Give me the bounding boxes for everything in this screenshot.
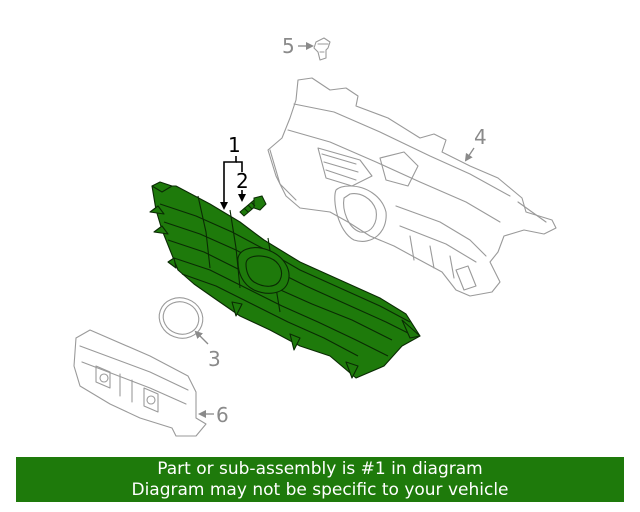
- parts-diagram: 1 2 3 4 5 6: [73, 34, 557, 437]
- leader-4: [464, 147, 475, 162]
- callout-1: 1: [228, 133, 241, 157]
- leader-3: [194, 330, 209, 345]
- clip-part-5: [313, 37, 331, 61]
- callout-4: 4: [474, 125, 487, 149]
- banner-line-2: Diagram may not be specific to your vehi…: [131, 480, 509, 500]
- emblem-ring-part-3: [158, 297, 204, 339]
- leader-1-grille: [220, 156, 237, 210]
- screw-part-2: [239, 195, 267, 217]
- callout-5: 5: [282, 34, 295, 58]
- banner-line-1: Part or sub-assembly is #1 in diagram: [157, 459, 483, 479]
- callout-6: 6: [216, 403, 229, 427]
- leader-lines: [194, 42, 475, 418]
- plate-bracket-part-6: [73, 329, 207, 437]
- leader-1-branch: [236, 161, 243, 172]
- callout-2: 2: [236, 169, 249, 193]
- grille-carrier-part-4: [267, 77, 557, 297]
- callout-3: 3: [208, 347, 221, 371]
- grille-part-1: [149, 181, 421, 379]
- part-info-banner: Part or sub-assembly is #1 in diagram Di…: [16, 457, 624, 502]
